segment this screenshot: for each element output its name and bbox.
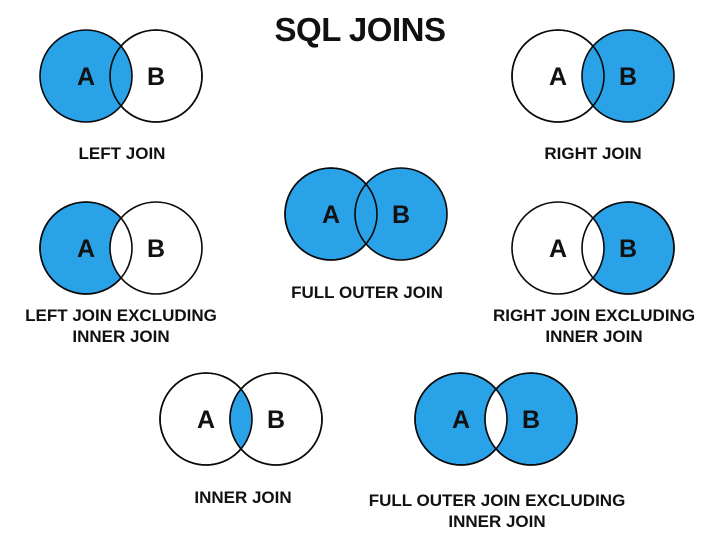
caption-left-join: LEFT JOIN xyxy=(79,143,166,164)
caption-inner-join: INNER JOIN xyxy=(194,487,291,508)
circle-b xyxy=(581,29,675,123)
caption-line: FULL OUTER JOIN EXCLUDING xyxy=(368,491,626,510)
caption-full-outer-join-excluding-inner-join: FULL OUTER JOIN EXCLUDING INNER JOIN xyxy=(369,490,626,532)
label-b: B xyxy=(619,235,637,263)
label-a: A xyxy=(77,235,95,263)
caption-left-join-excluding-inner-join: LEFT JOIN EXCLUDING INNER JOIN xyxy=(25,305,217,347)
venn-left-join-excluding-inner-join: A B xyxy=(39,201,203,295)
circle-b-outline xyxy=(229,372,323,466)
circle-a-outline xyxy=(159,372,253,466)
label-a: A xyxy=(549,63,567,91)
label-b: B xyxy=(147,63,165,91)
circle-b-outline xyxy=(581,201,675,295)
venn-right-join: A B xyxy=(511,29,675,123)
venn-inner-join: A B xyxy=(159,372,323,466)
intersection-lens xyxy=(229,389,253,449)
caption-line: RIGHT JOIN EXCLUDING xyxy=(492,306,696,325)
label-a: A xyxy=(197,406,215,434)
intersection-lens xyxy=(484,389,508,449)
label-a: A xyxy=(322,201,340,229)
circle-b-outline xyxy=(484,372,578,466)
caption-right-join-excluding-inner-join: RIGHT JOIN EXCLUDING INNER JOIN xyxy=(493,305,695,347)
circle-a xyxy=(39,29,133,123)
caption-line: INNER JOIN xyxy=(72,327,170,346)
circle-a-outline xyxy=(511,29,605,123)
venn-full-outer-join-excluding-inner-join: A B xyxy=(414,372,578,466)
venn-right-join-excluding-inner-join: A B xyxy=(511,201,675,295)
circle-a-outline xyxy=(39,201,133,295)
label-b: B xyxy=(147,235,165,263)
circle-b xyxy=(109,201,203,295)
label-a: A xyxy=(452,406,470,434)
label-b: B xyxy=(267,406,285,434)
caption-full-outer-join: FULL OUTER JOIN xyxy=(291,282,443,303)
label-b: B xyxy=(522,406,540,434)
caption-right-join: RIGHT JOIN xyxy=(544,143,641,164)
circle-a xyxy=(511,201,605,295)
circle-a-outline xyxy=(414,372,508,466)
caption-line: FULL OUTER JOIN xyxy=(291,283,443,302)
caption-line: LEFT JOIN EXCLUDING xyxy=(25,306,217,325)
caption-line: LEFT JOIN xyxy=(78,144,166,163)
venn-left-join: A B xyxy=(39,29,203,123)
venn-full-outer-join: A B xyxy=(284,167,448,261)
circle-b-outline xyxy=(109,29,203,123)
caption-line: INNER JOIN xyxy=(448,512,546,531)
caption-line: RIGHT JOIN xyxy=(544,144,642,163)
caption-line: INNER JOIN xyxy=(194,488,292,507)
label-b: B xyxy=(619,63,637,91)
label-b: B xyxy=(392,201,410,229)
label-a: A xyxy=(549,235,567,263)
page-title: SQL JOINS xyxy=(274,11,446,48)
caption-line: INNER JOIN xyxy=(545,327,643,346)
circle-a-outline xyxy=(284,167,378,261)
label-a: A xyxy=(77,63,95,91)
circle-b xyxy=(354,167,448,261)
